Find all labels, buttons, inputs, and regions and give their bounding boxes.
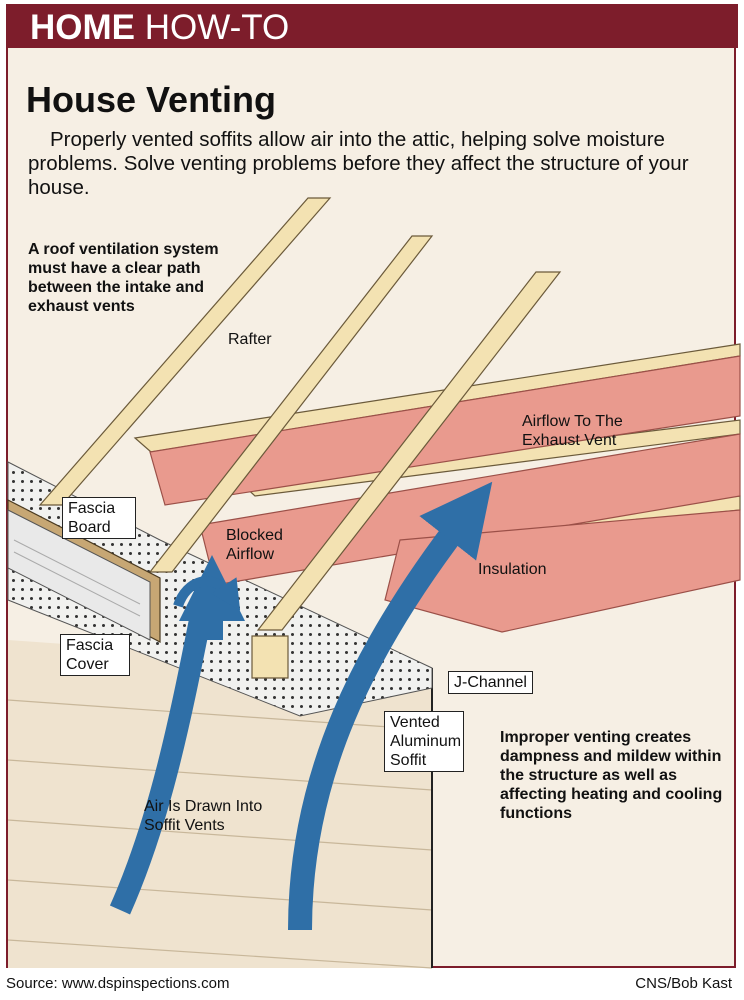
label-insulation: Insulation	[478, 561, 547, 578]
callout-improper-venting: Improper venting creates dampness and mi…	[500, 729, 723, 822]
page-title: House Venting	[26, 79, 277, 120]
header-bar: HOME HOW-TO	[6, 4, 738, 48]
artist-credit: CNS/Bob Kast	[635, 975, 732, 992]
fascia-assembly	[7, 499, 161, 643]
rafters	[38, 197, 562, 679]
header-title: HOME HOW-TO	[30, 8, 289, 48]
blocked-curl-arrow	[173, 576, 241, 611]
source-credit: Source: www.dspinspections.com	[6, 975, 230, 992]
label-airflow-exhaust: Airflow To The Exhaust Vent	[522, 413, 623, 449]
airflow-arrows	[109, 481, 493, 931]
label-fascia-cover: Fascia Cover	[60, 634, 130, 676]
intro-paragraph: Properly vented soffits allow air into t…	[28, 128, 689, 199]
header-title-strong: HOME	[30, 8, 135, 47]
label-vented-soffit: Vented Aluminum Soffit	[384, 711, 464, 772]
header-title-rest: HOW-TO	[135, 8, 290, 47]
label-air-drawn: Air Is Drawn Into Soffit Vents	[144, 798, 263, 834]
label-j-channel: J-Channel	[448, 671, 533, 694]
left-intake-arrow	[109, 617, 211, 915]
right-intake-arrow	[288, 481, 493, 931]
label-blocked-airflow: Blocked Airflow	[226, 527, 283, 563]
label-rafter: Rafter	[228, 331, 272, 348]
label-fascia-board: Fascia Board	[62, 497, 136, 539]
callout-ventilation: A roof ventilation system must have a cl…	[28, 241, 219, 315]
